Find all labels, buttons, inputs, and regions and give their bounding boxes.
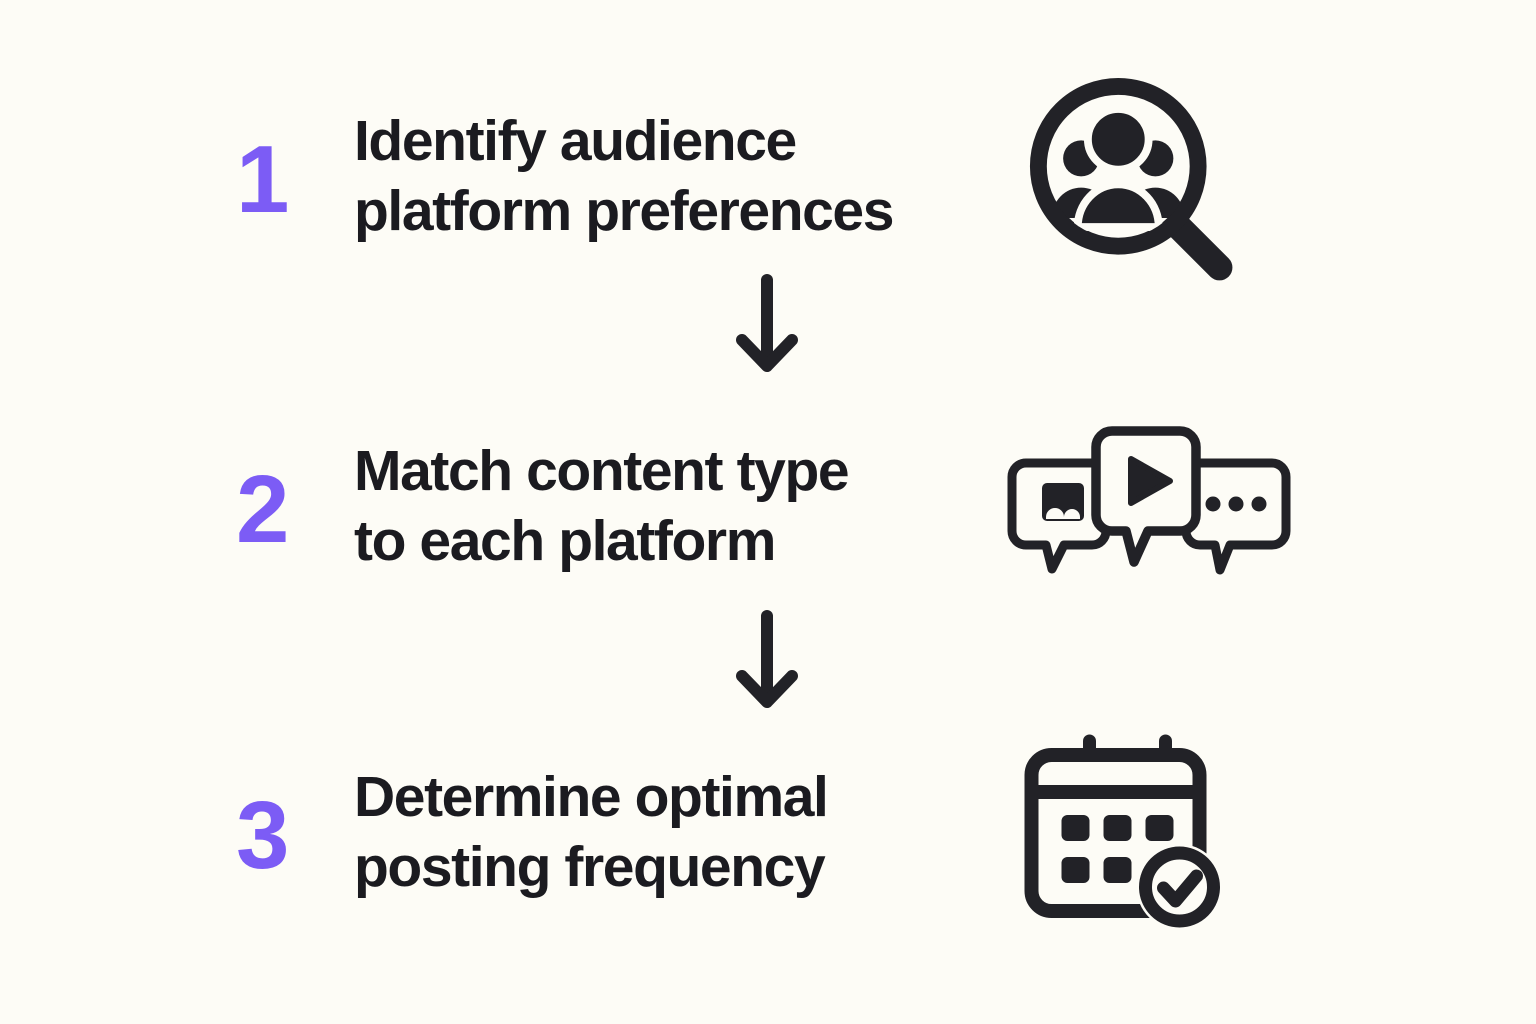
audience-magnifier-icon	[1004, 72, 1254, 282]
step-row: 1 Identify audience platform preferences	[236, 72, 1246, 282]
arrow-down-icon	[722, 608, 812, 718]
step-row: 2 Match content type to each platform	[236, 402, 1291, 612]
step-label-2: Match content type to each platform	[354, 439, 850, 573]
calendar-check-icon	[1004, 728, 1254, 938]
content-bubbles-icon	[1004, 402, 1294, 612]
step-row: 3 Determine optimal posting frequency	[236, 728, 1246, 938]
step-number-3: 3	[236, 782, 289, 889]
step-label-1: Identify audience platform preferences	[354, 109, 894, 243]
step-number-1: 1	[236, 126, 289, 233]
arrow-down-icon	[722, 272, 812, 382]
step-number-2: 2	[236, 456, 289, 563]
step-label-3: Determine optimal posting frequency	[354, 765, 829, 899]
